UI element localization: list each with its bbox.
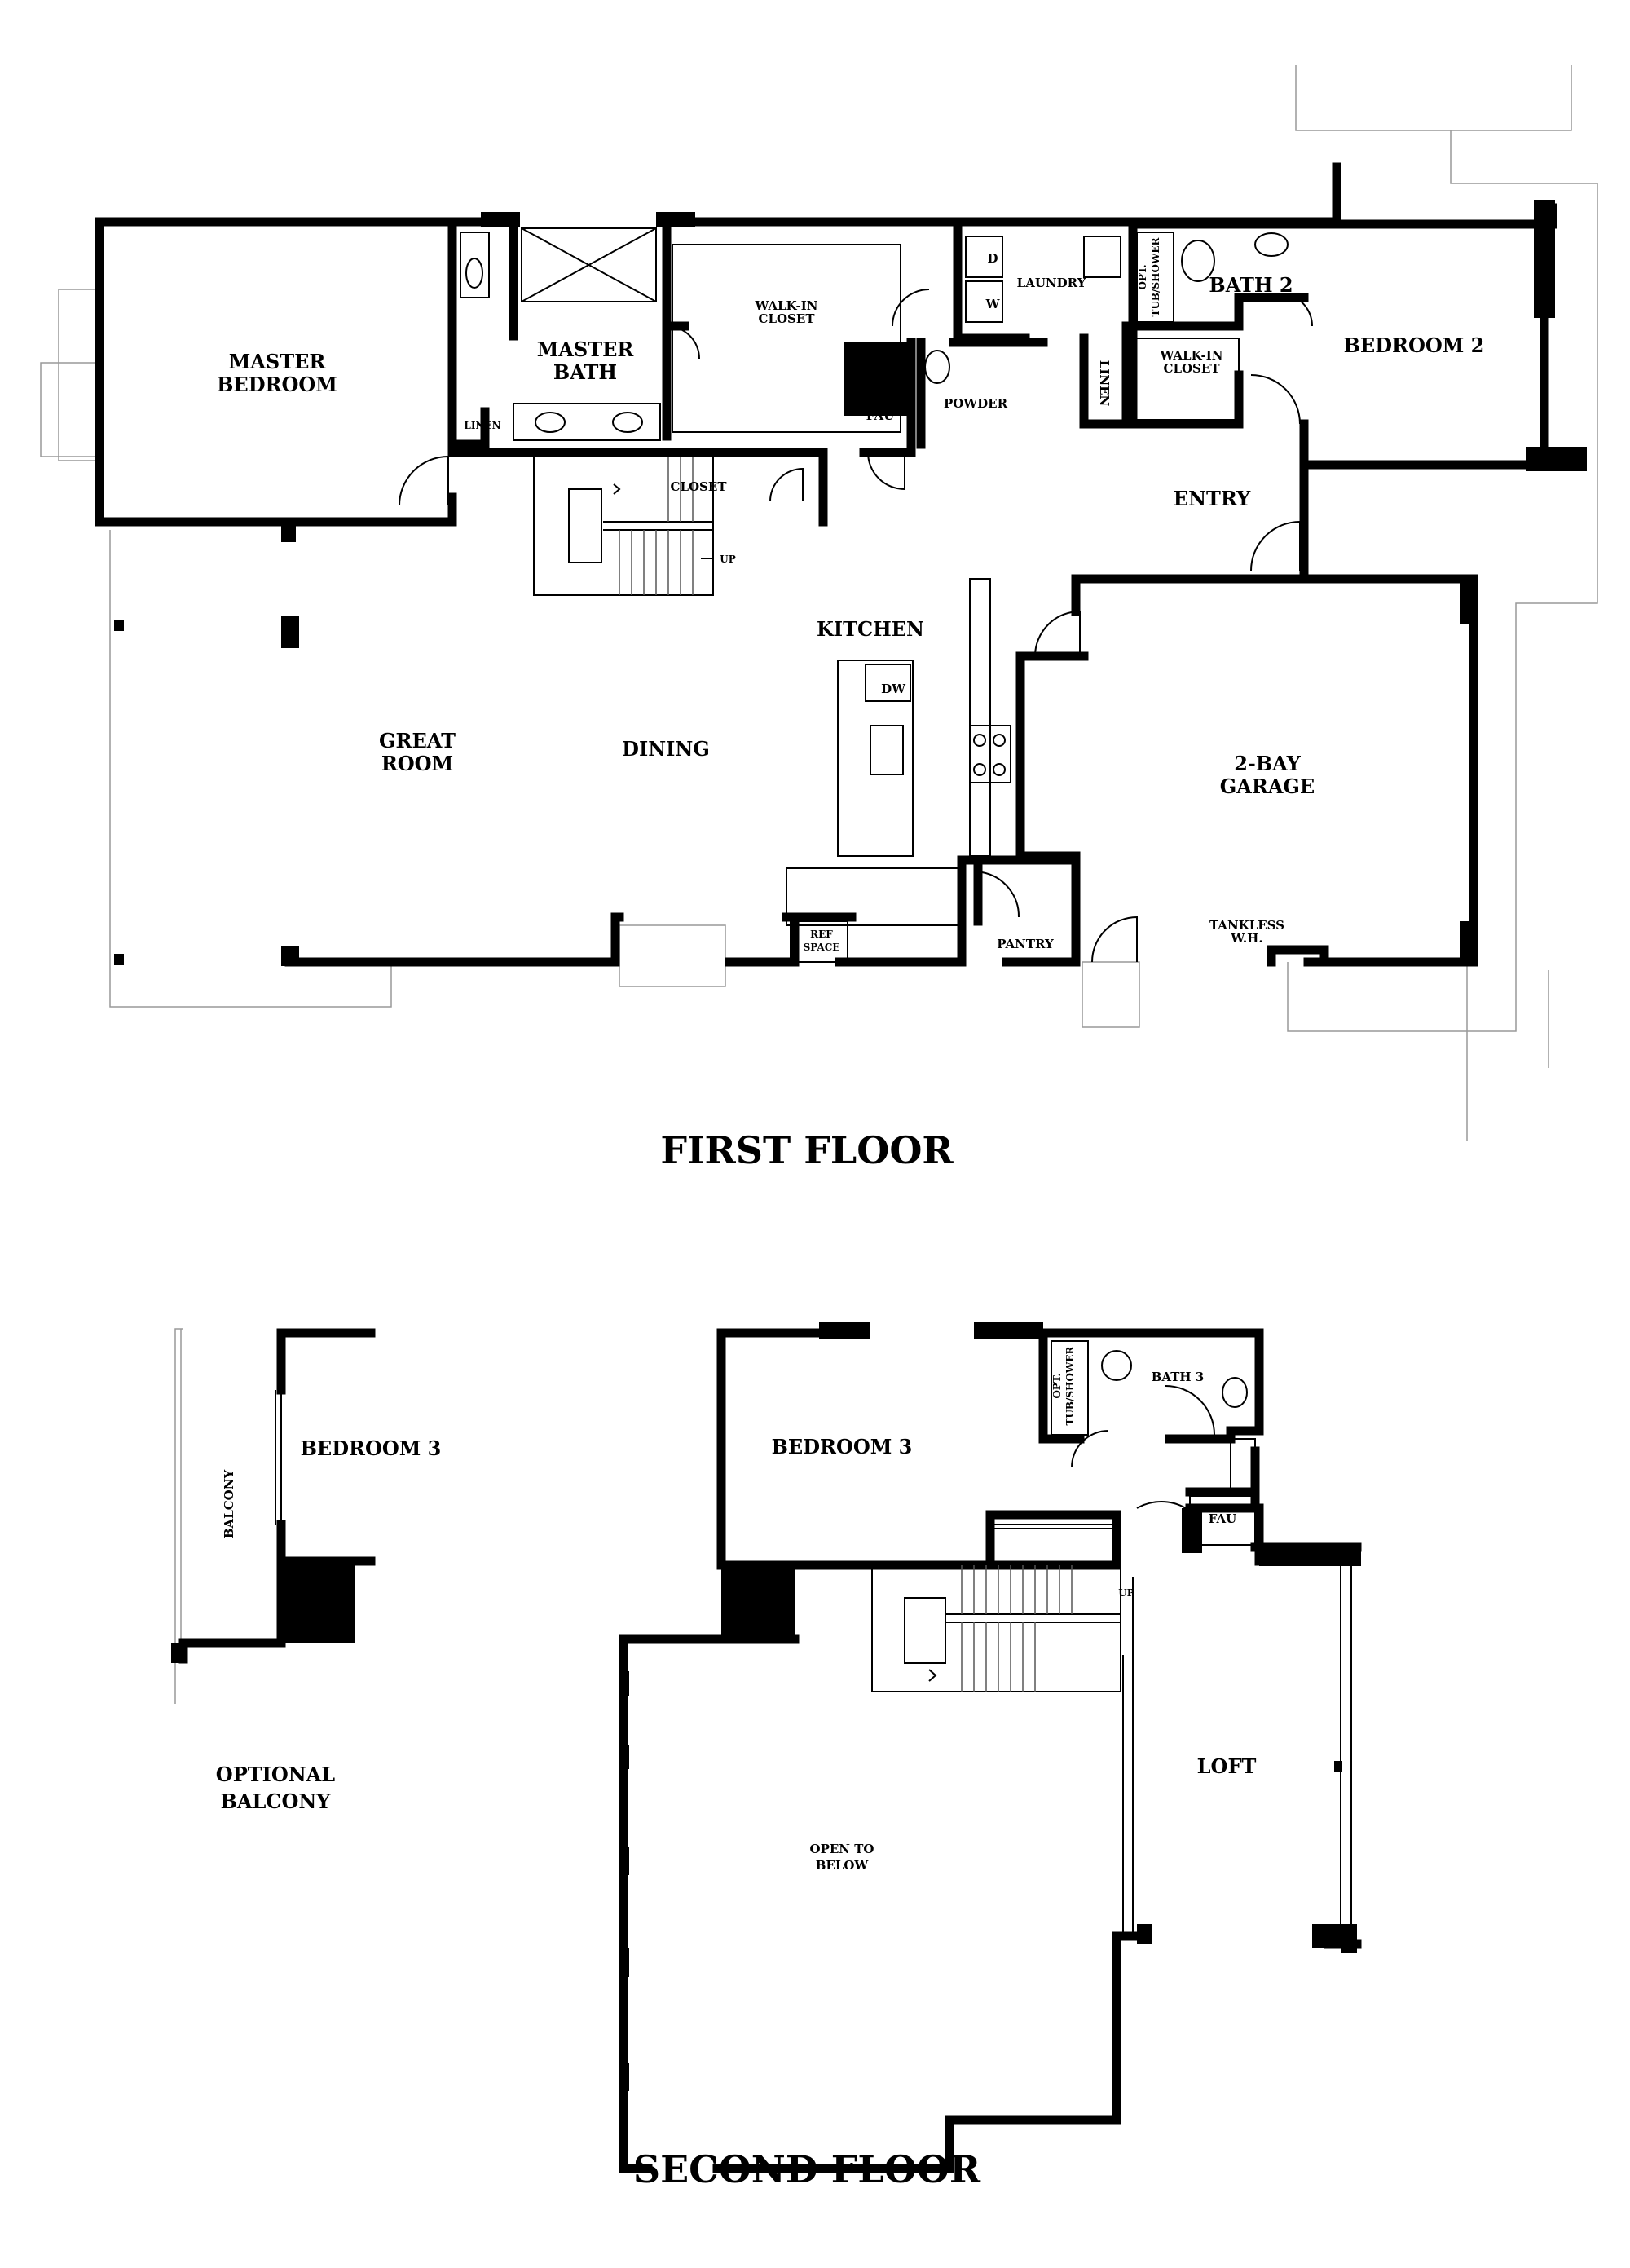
label-walk-in-closet-1: WALK-IN	[755, 298, 818, 313]
label-loft: LOFT	[1197, 1754, 1257, 1778]
label-kitchen: KITCHEN	[817, 617, 924, 641]
label-open-to-below-2: BELOW	[816, 1858, 870, 1873]
label-optional-balcony-1: OPTIONAL	[216, 1763, 336, 1786]
first-floor-labels: MASTER BEDROOM MASTER BATH WALK-IN CLOSE…	[217, 236, 1484, 953]
label-linen-vertical: LINEN	[1097, 360, 1112, 407]
second-floor-title: SECOND FLOOR	[633, 2147, 981, 2191]
exterior-walls	[95, 162, 1587, 967]
label-up-first: UP	[720, 554, 736, 565]
label-linen: LINEN	[464, 420, 500, 431]
label-up-second: UP	[1118, 1587, 1134, 1599]
label-opt-tub-shower-1: OPT.	[1137, 264, 1148, 289]
first-floor-plan: MASTER BEDROOM MASTER BATH WALK-IN CLOSE…	[40, 65, 1598, 1172]
label-bath-2: BATH 2	[1209, 273, 1293, 297]
first-floor-title: FIRST FLOOR	[660, 1128, 954, 1172]
label-walk-in-closet2-1: WALK-IN	[1160, 348, 1223, 363]
label-walk-in-closet2-2: CLOSET	[1164, 361, 1221, 376]
label-entry: ENTRY	[1174, 487, 1251, 510]
label-master-bedroom-1: MASTER	[229, 350, 327, 373]
label-bedroom-3: BEDROOM 3	[772, 1435, 913, 1458]
label-master-bath-1: MASTER	[537, 338, 635, 361]
label-dining: DINING	[622, 737, 710, 761]
label-great-room-2: ROOM	[381, 752, 453, 775]
optional-balcony-plan: BEDROOM 3 BALCONY OPTIONAL BALCONY	[171, 1328, 442, 1813]
label-tankless-2: W.H.	[1230, 931, 1262, 946]
label-bedroom-2: BEDROOM 2	[1344, 333, 1485, 357]
label-walk-in-closet-2: CLOSET	[759, 311, 816, 326]
stair-first-floor	[533, 452, 714, 596]
interior-walls	[447, 217, 1309, 926]
label-great-room-1: GREAT	[379, 729, 456, 752]
label-bath-3: BATH 3	[1152, 1370, 1205, 1384]
label-opt-tub-shower-2: TUB/SHOWER	[1150, 236, 1161, 316]
label-tankless-1: TANKLESS	[1209, 918, 1284, 933]
first-floor-fixtures	[460, 227, 1289, 441]
label-garage-2: GARAGE	[1220, 774, 1315, 798]
label-ref-space-2: SPACE	[804, 942, 840, 953]
label-ref-space-1: REF	[810, 929, 833, 940]
label-optional-balcony-2: BALCONY	[221, 1789, 332, 1813]
kitchen-features	[786, 578, 1011, 963]
label-dryer: D	[987, 251, 998, 266]
label-pantry: PANTRY	[997, 937, 1054, 951]
label-open-to-below-1: OPEN TO	[810, 1842, 874, 1856]
label-master-bath-2: BATH	[553, 360, 617, 384]
label-balcony: BALCONY	[222, 1470, 236, 1539]
label-washer: W	[985, 297, 1001, 311]
label-closet: CLOSET	[671, 479, 728, 494]
label-master-bedroom-2: BEDROOM	[217, 373, 337, 396]
label-opt-tub-shower-3-1: OPT.	[1051, 1373, 1063, 1398]
label-powder: POWDER	[944, 396, 1008, 411]
label-opt-tub-shower-3-2: TUB/SHOWER	[1064, 1345, 1076, 1425]
label-fau-2: FAU	[1209, 1511, 1237, 1526]
label-dw: DW	[881, 682, 906, 696]
first-floor-doors	[399, 289, 1313, 963]
label-garage-1: 2-BAY	[1234, 752, 1301, 775]
label-fau: FAU	[866, 408, 895, 423]
label-balcony-bedroom3: BEDROOM 3	[301, 1436, 442, 1460]
second-floor-plan: BEDROOM 3 BATH 3 OPT. TUB/SHOWER FAU UP …	[619, 1322, 1362, 2191]
label-laundry: LAUNDRY	[1017, 276, 1086, 290]
